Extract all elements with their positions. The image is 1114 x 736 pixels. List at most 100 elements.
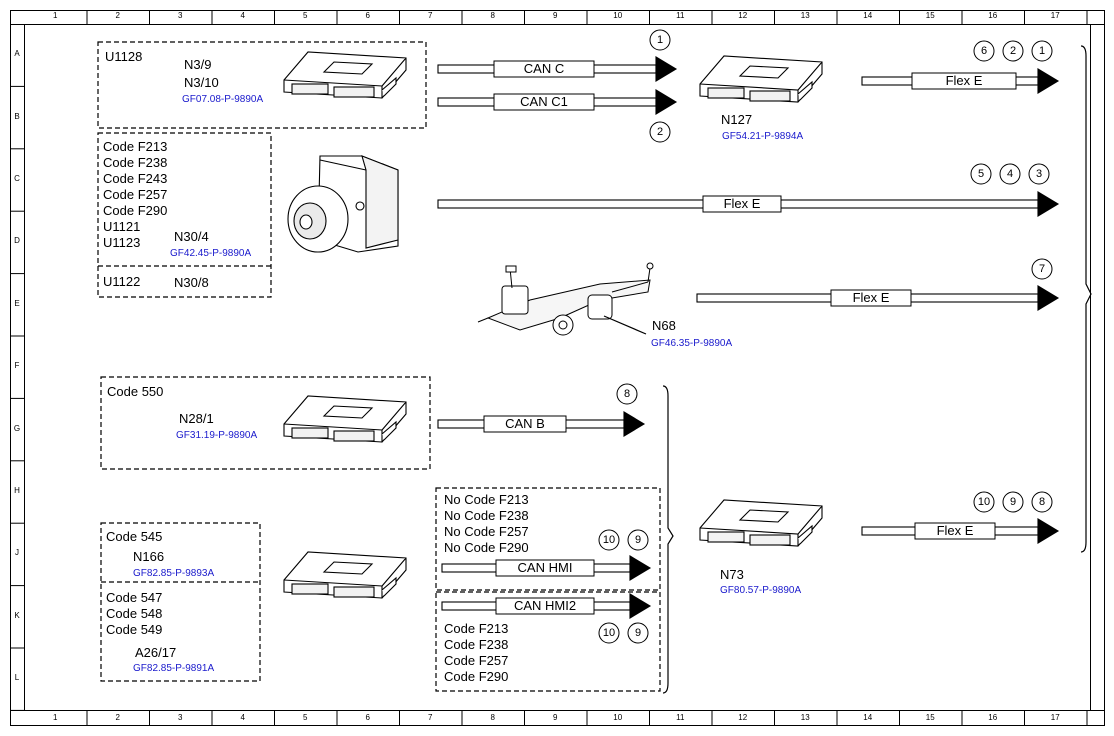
bus-label-flex-e-1: Flex E bbox=[945, 73, 983, 88]
connection-marker-number: 6 bbox=[980, 45, 988, 57]
code-u1122: U1122 bbox=[103, 274, 141, 289]
column-label: 2 bbox=[115, 713, 120, 722]
steering-gear-image bbox=[477, 262, 654, 336]
connection-marker-circle bbox=[649, 29, 671, 51]
bus-arrow-head bbox=[1037, 191, 1060, 217]
codes-a26-17: Code 547 Code 548 Code 549 bbox=[106, 590, 163, 637]
connection-marker-circle bbox=[999, 163, 1021, 185]
box-a26-17 bbox=[100, 522, 261, 682]
row-label: G bbox=[13, 423, 21, 433]
connection-marker-number: 9 bbox=[634, 534, 642, 546]
bus-label-flex-e-4: Flex E bbox=[936, 523, 974, 538]
column-label: 5 bbox=[303, 11, 308, 20]
column-label: 6 bbox=[365, 11, 370, 20]
box-n28-1 bbox=[100, 376, 431, 470]
row-label: C bbox=[14, 174, 20, 183]
ref-n166[interactable]: GF82.85-P-9893A bbox=[133, 568, 215, 579]
connection-marker-circle bbox=[1031, 491, 1053, 513]
bus-arrow-head bbox=[1037, 518, 1060, 544]
bus-arrow-head bbox=[623, 411, 646, 437]
row-label: E bbox=[14, 298, 20, 308]
connection-marker-number: 4 bbox=[1006, 168, 1014, 180]
codes-hmi-no-code: No Code F213 No Code F238 No Code F257 N… bbox=[444, 492, 529, 555]
bus-label-flex-e-2: Flex E bbox=[723, 196, 761, 211]
ref-n73[interactable]: GF80.57-P-9890A bbox=[720, 585, 802, 596]
connection-marker-circle bbox=[627, 529, 649, 551]
bus-arrow-head bbox=[1037, 68, 1060, 94]
connection-marker-number: 2 bbox=[1009, 45, 1017, 57]
code-545: Code 545 bbox=[106, 529, 163, 544]
connection-marker-circle bbox=[598, 529, 620, 551]
connection-marker-circle bbox=[1028, 163, 1050, 185]
module-n3-9: N3/9 bbox=[184, 57, 212, 72]
column-label: 10 bbox=[613, 713, 623, 722]
column-label: 17 bbox=[1050, 11, 1060, 20]
column-label: 1 bbox=[53, 11, 58, 20]
bus-label-box bbox=[911, 72, 1017, 90]
column-label: 10 bbox=[613, 11, 623, 20]
column-label: 16 bbox=[988, 713, 998, 722]
code-550: Code 550 bbox=[107, 384, 164, 399]
bus-label-box bbox=[495, 559, 595, 577]
column-label: 16 bbox=[988, 11, 998, 20]
row-label: A bbox=[14, 49, 20, 59]
connection-marker-number: 10 bbox=[977, 496, 991, 508]
bus-label-box bbox=[483, 415, 567, 433]
column-label: 9 bbox=[553, 713, 558, 722]
connection-marker-circle bbox=[973, 491, 995, 513]
module-n68: N68 bbox=[652, 318, 676, 333]
module-n30-8: N30/8 bbox=[174, 275, 209, 290]
connection-marker-number: 1 bbox=[656, 34, 664, 46]
column-label: 3 bbox=[178, 713, 183, 722]
connection-marker-number: 8 bbox=[1038, 496, 1046, 508]
column-label: 11 bbox=[676, 11, 685, 20]
connection-marker-number: 2 bbox=[656, 126, 664, 138]
module-n73: N73 bbox=[720, 567, 744, 582]
column-label: 17 bbox=[1050, 713, 1060, 722]
connection-marker-circle bbox=[973, 40, 995, 62]
connection-marker-number: 10 bbox=[602, 534, 616, 546]
bus-label-box bbox=[914, 522, 996, 540]
ref-n28-1[interactable]: GF31.19-P-9890A bbox=[176, 430, 258, 441]
ref-n68[interactable]: GF46.35-P-9890A bbox=[651, 338, 733, 349]
ecu-n127-image bbox=[699, 55, 823, 103]
column-label: 15 bbox=[925, 713, 935, 722]
connection-marker-number: 1 bbox=[1038, 45, 1046, 57]
bus-label-can-hmi2: CAN HMI2 bbox=[513, 598, 577, 613]
column-label: 1 bbox=[53, 713, 58, 722]
bus-label-box bbox=[493, 60, 595, 78]
column-label: 15 bbox=[925, 11, 935, 20]
ref-n3[interactable]: GF07.08-P-9890A bbox=[182, 94, 264, 105]
connection-marker-number: 5 bbox=[977, 168, 985, 180]
connection-marker-number: 8 bbox=[623, 388, 631, 400]
row-label: K bbox=[14, 610, 20, 620]
column-label: 6 bbox=[365, 713, 370, 722]
connection-marker-number: 10 bbox=[602, 627, 616, 639]
bus-label-can-c1: CAN C1 bbox=[520, 94, 568, 109]
module-n3-10: N3/10 bbox=[184, 75, 219, 90]
ref-n127[interactable]: GF54.21-P-9894A bbox=[722, 131, 804, 142]
column-label: 4 bbox=[240, 11, 245, 20]
connection-marker-circle bbox=[649, 121, 671, 143]
connection-marker-circle bbox=[1031, 258, 1053, 280]
ecu-n73-image bbox=[699, 499, 823, 547]
ecu-n3-image bbox=[283, 51, 407, 99]
ecu-n28-1-image bbox=[283, 395, 407, 443]
column-label: 4 bbox=[240, 713, 245, 722]
row-label: F bbox=[14, 361, 20, 371]
ref-a26-17[interactable]: GF82.85-P-9891A bbox=[133, 663, 215, 674]
connection-marker-circle bbox=[1002, 40, 1024, 62]
bus-label-box bbox=[830, 289, 912, 307]
bus-arrow-head bbox=[629, 555, 652, 581]
module-n30-4: N30/4 bbox=[174, 229, 209, 244]
column-label: 13 bbox=[800, 11, 810, 20]
abs-unit-image bbox=[287, 155, 399, 253]
connection-marker-circle bbox=[970, 163, 992, 185]
box-n30-4 bbox=[97, 132, 272, 298]
column-label: 7 bbox=[428, 11, 433, 20]
module-a26-17: A26/17 bbox=[135, 645, 177, 660]
bus-label-flex-e-3: Flex E bbox=[852, 290, 890, 305]
bus-label-box bbox=[702, 195, 782, 213]
ref-n30-4[interactable]: GF42.45-P-9890A bbox=[170, 248, 252, 259]
